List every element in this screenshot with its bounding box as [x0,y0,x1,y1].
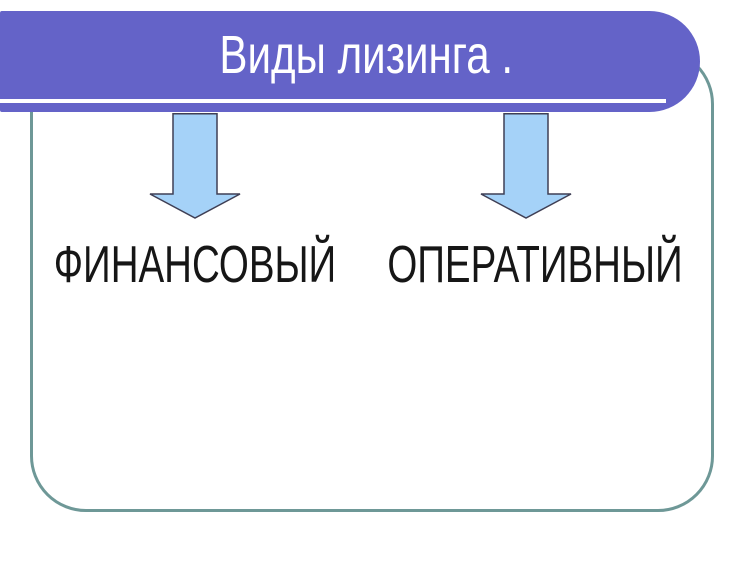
title-banner: Виды лизинга . [0,11,700,112]
title-row: Виды лизинга . [0,11,700,99]
down-arrow-icon [149,113,241,219]
label-operational-leasing: ОПЕРАТИВНЫЙ [387,236,683,294]
banner-underline [0,99,666,103]
content-border-box [30,48,714,512]
label-financial-leasing: ФИНАНСОВЫЙ [53,236,337,294]
slide-title: Виды лизинга . [219,25,513,85]
down-arrow-icon [480,113,572,219]
